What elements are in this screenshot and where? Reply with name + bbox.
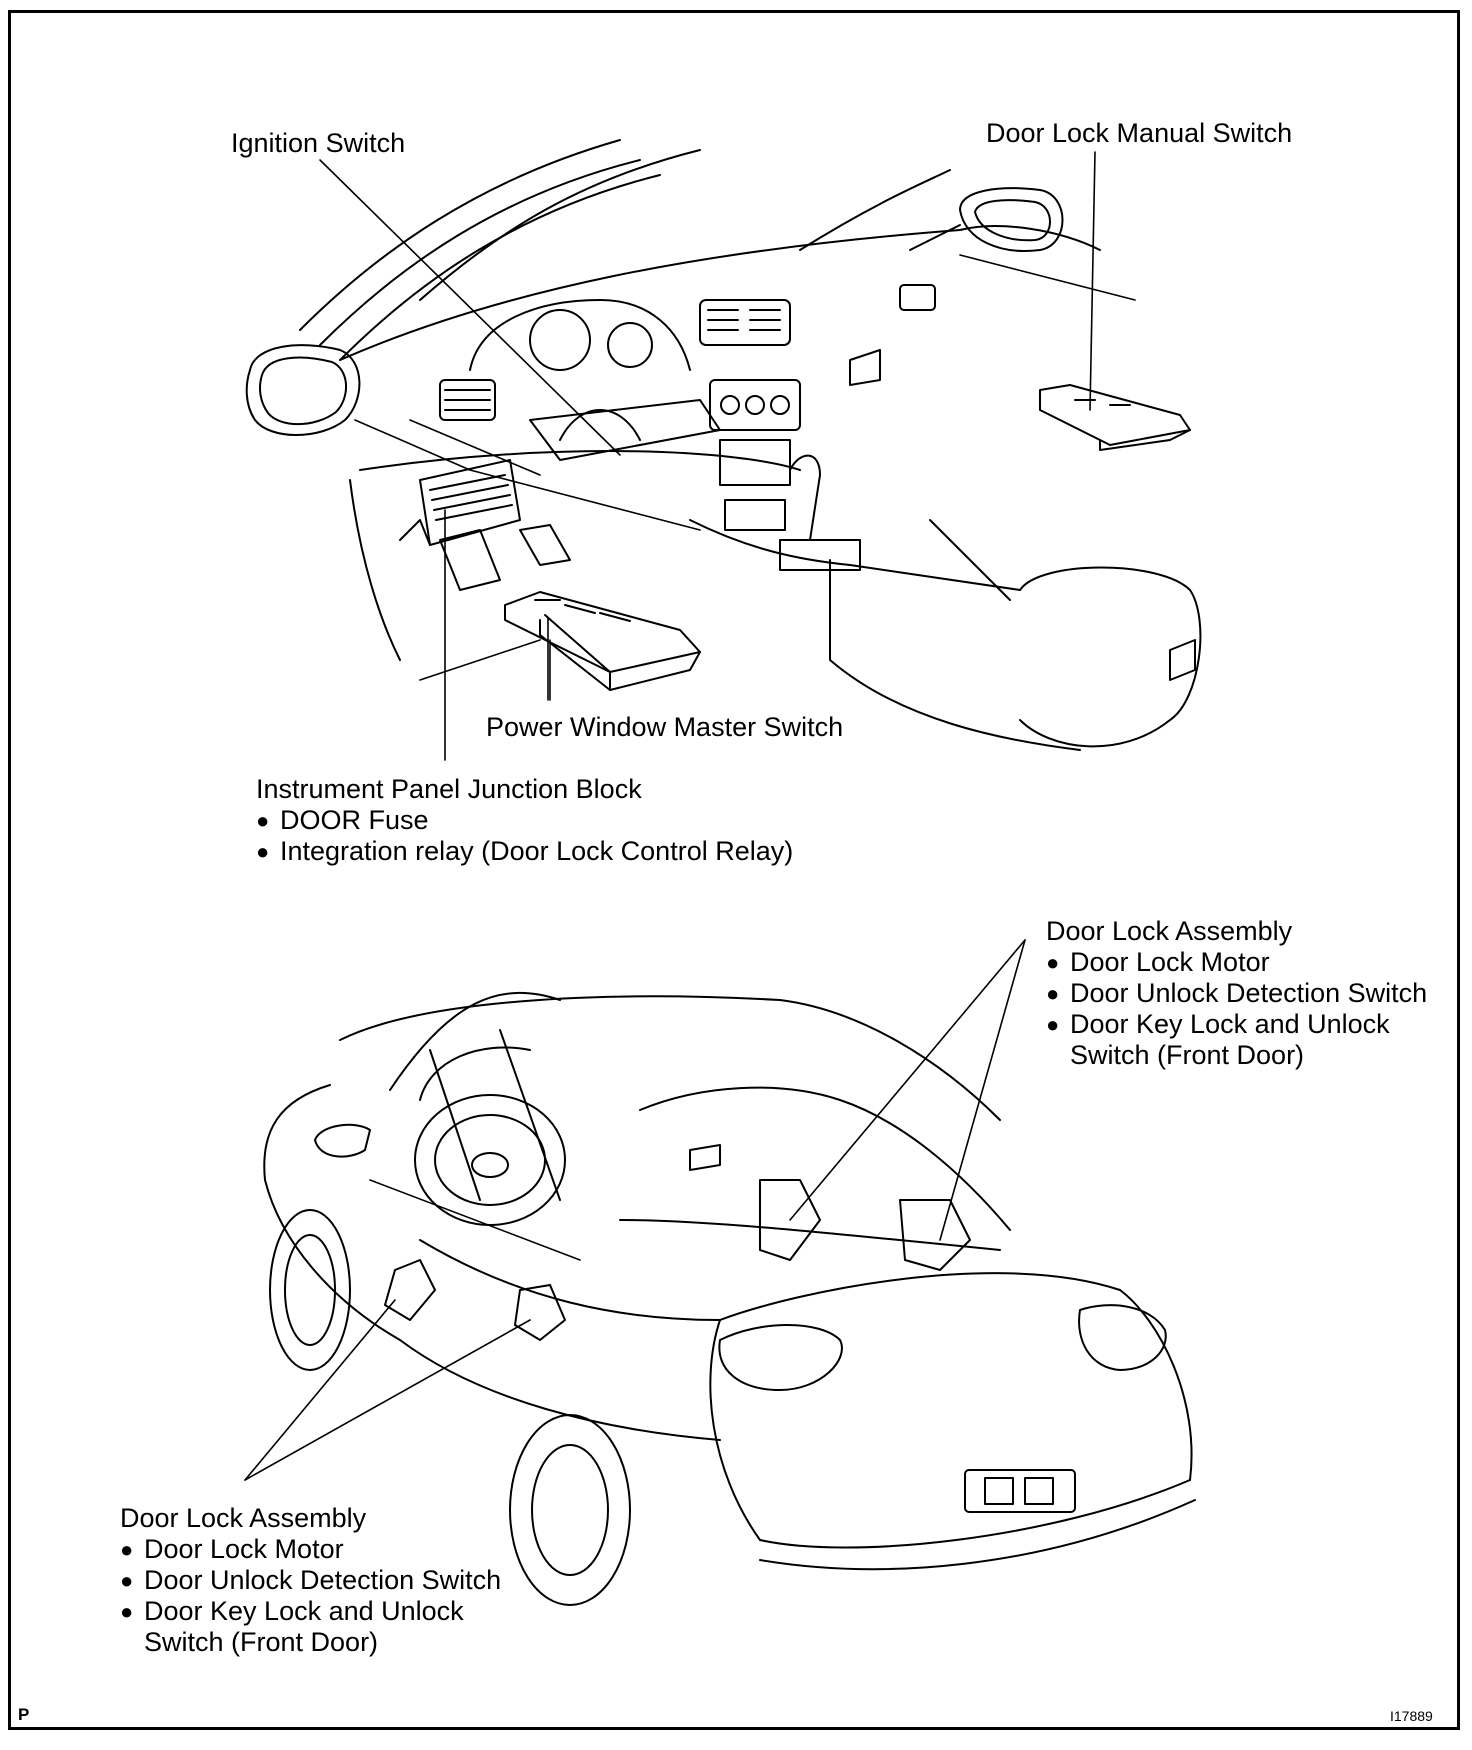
dashboard-illustration bbox=[245, 139, 1202, 751]
door-lock-assembly-rear-item: Door Lock Motor bbox=[1046, 947, 1427, 978]
car-illustration bbox=[263, 991, 1196, 1606]
junction-block-callout: Instrument Panel Junction Block DOOR Fus… bbox=[256, 774, 793, 867]
label-door-lock-manual-switch: Door Lock Manual Switch bbox=[986, 118, 1293, 148]
door-lock-assembly-rear-item: Door Unlock Detection Switch bbox=[1046, 978, 1427, 1009]
door-lock-assembly-front-title: Door Lock Assembly bbox=[120, 1503, 367, 1533]
door-lock-assembly-rear-continuation: Switch (Front Door) bbox=[1070, 1040, 1305, 1070]
label-power-window-master-switch: Power Window Master Switch bbox=[486, 712, 844, 742]
leader-lines-bottom bbox=[244, 939, 1026, 1481]
leader-lines-top bbox=[319, 151, 1136, 761]
figure-code: I17889 bbox=[1390, 1708, 1433, 1724]
corner-mark: P bbox=[18, 1705, 30, 1724]
junction-block-item: DOOR Fuse bbox=[256, 805, 793, 836]
door-lock-assembly-front-item: Door Unlock Detection Switch bbox=[120, 1565, 501, 1596]
diagram-frame bbox=[8, 10, 1460, 1730]
door-lock-assembly-front-continuation: Switch (Front Door) bbox=[144, 1627, 379, 1657]
junction-block-title: Instrument Panel Junction Block bbox=[256, 774, 642, 804]
door-lock-assembly-rear-title: Door Lock Assembly bbox=[1046, 916, 1293, 946]
door-lock-assembly-front-item: Door Lock Motor bbox=[120, 1534, 501, 1565]
door-lock-assembly-rear-callout: Door Lock Assembly Door Lock Motor Door … bbox=[1046, 916, 1427, 1071]
label-ignition-switch: Ignition Switch bbox=[231, 128, 406, 158]
door-lock-assembly-front-callout: Door Lock Assembly Door Lock Motor Door … bbox=[120, 1503, 501, 1658]
door-lock-assembly-rear-item: Door Key Lock and Unlock bbox=[1046, 1009, 1427, 1040]
door-lock-assembly-front-item: Door Key Lock and Unlock bbox=[120, 1596, 501, 1627]
junction-block-item: Integration relay (Door Lock Control Rel… bbox=[256, 836, 793, 867]
